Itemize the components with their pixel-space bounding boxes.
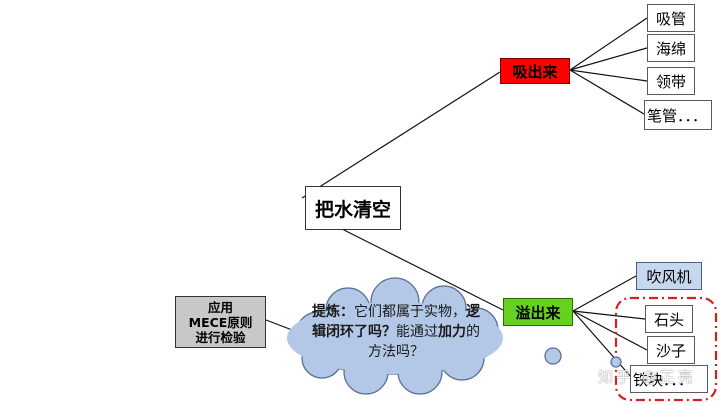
connector-bottom-leaf-1 — [572, 275, 637, 312]
leaf-bottom-3[interactable]: 沙子 — [647, 336, 695, 364]
branch-node-top[interactable]: 吸出来 — [500, 58, 570, 84]
thought-bubble-large — [544, 347, 562, 365]
leaf-label: 铁块．．． — [633, 370, 694, 389]
mece-line-2: MECE原则 — [188, 314, 253, 330]
root-label: 把水清空 — [314, 198, 391, 221]
root-node[interactable]: 把水清空 — [305, 186, 401, 230]
watermark: 知乎 @芷亮 — [598, 368, 696, 386]
thought-cloud-fill — [287, 302, 503, 374]
connector-top-leaf-1 — [569, 17, 648, 71]
leaf-label: 石头 — [653, 310, 684, 329]
thought-emphasis-2: 加力 — [438, 324, 466, 340]
thought-bubble-small — [610, 356, 622, 368]
thought-text-1: 它们都属于实物， — [354, 304, 466, 320]
branch-node-bottom[interactable]: 溢出来 — [503, 298, 573, 326]
leaf-label: 吹风机 — [646, 267, 692, 286]
connector-top-leaf-2 — [569, 47, 648, 71]
mece-check-box[interactable]: 应用 MECE原则 进行检验 — [175, 296, 266, 348]
connector-root-bottom — [339, 227, 504, 311]
thought-emphasis-1: 逻辑闭环了吗？ — [312, 304, 480, 340]
branch-bottom-label: 溢出来 — [515, 303, 561, 322]
connector-top-leaf-3 — [569, 69, 648, 82]
thought-refine-label: 提炼： — [312, 304, 354, 320]
leaf-top-2[interactable]: 海绵 — [647, 34, 695, 62]
leaf-label: 笔管．．． — [647, 106, 708, 125]
leaf-top-3[interactable]: 领带 — [647, 67, 695, 95]
thought-cloud-text: 提炼：它们都属于实物，逻辑闭环了吗？能通过加力的方法吗？ — [312, 302, 480, 362]
leaf-top-1[interactable]: 吸管 — [647, 4, 695, 32]
thought-text-2: 能通过 — [396, 324, 438, 340]
connector-bottom-leaf-4 — [572, 310, 633, 379]
branch-top-label: 吸出来 — [512, 62, 558, 81]
leaf-bottom-1[interactable]: 吹风机 — [636, 262, 702, 290]
leaf-label: 吸管 — [655, 9, 686, 28]
leaf-bottom-4[interactable]: 铁块．．． — [630, 365, 708, 393]
leaf-label: 领带 — [655, 72, 686, 91]
connector-bottom-leaf-2 — [572, 310, 646, 320]
thought-text-3: 的方法吗？ — [368, 324, 480, 360]
leaf-bottom-2[interactable]: 石头 — [645, 305, 693, 333]
leaf-label: 海绵 — [655, 39, 686, 58]
connector-bottom-leaf-3 — [572, 310, 648, 351]
leaf-top-4[interactable]: 笔管．．． — [644, 100, 712, 130]
mece-line-3: 进行检验 — [195, 329, 246, 345]
connector-root-top — [301, 71, 501, 199]
connector-top-leaf-4 — [569, 69, 645, 115]
leaf-label: 沙子 — [655, 341, 686, 360]
mece-line-1: 应用 — [207, 299, 233, 315]
